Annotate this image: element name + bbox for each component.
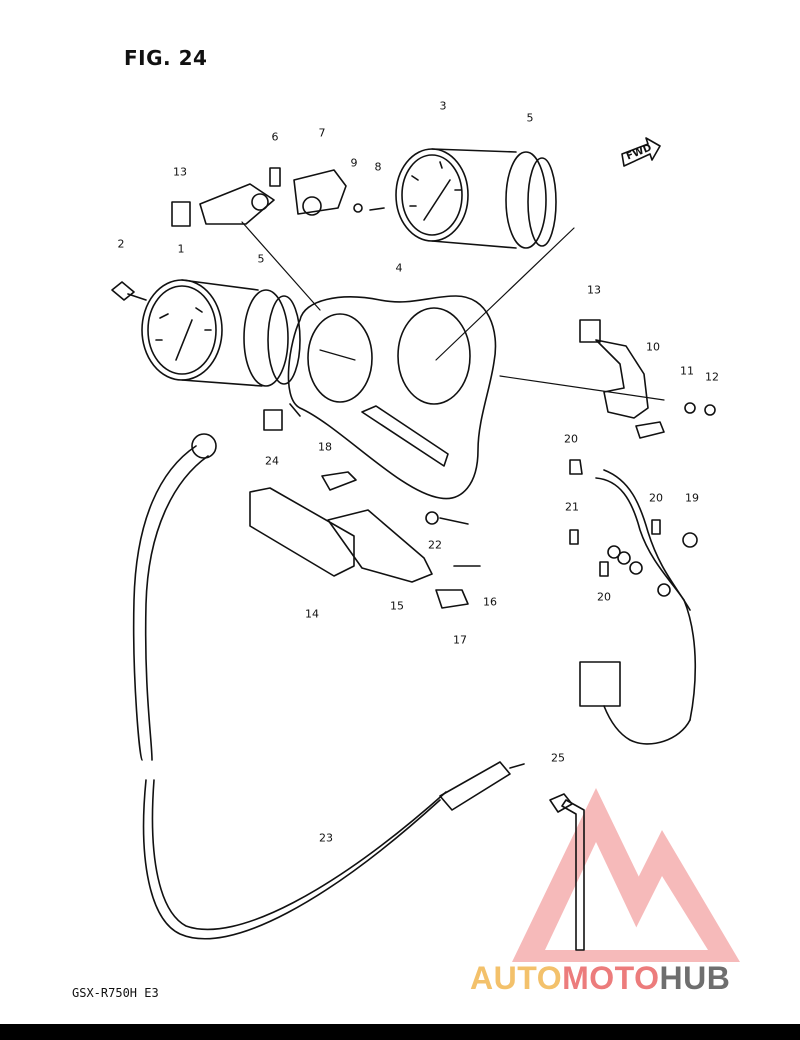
meter-case [287,295,497,500]
model-code: GSX-R750H E3 [72,986,159,1000]
part-number: 12 [705,370,719,384]
part-number: 10 [646,340,660,354]
indicator-panel [249,409,481,609]
watermark-part-hub: HUB [659,960,731,996]
part-number: 18 [318,440,332,454]
part-number: 21 [565,500,579,514]
part-number: 16 [483,595,497,609]
part-number: 15 [390,599,404,613]
part-number: 13 [173,165,187,179]
right-bracket [579,319,716,439]
trip-reset-knob [111,281,147,301]
part-number: 5 [257,252,265,266]
part-number: 11 [680,364,694,378]
part-number: 1 [177,242,185,256]
speedometer-gauge [141,279,301,387]
part-number: 6 [271,130,279,144]
part-number: 2 [117,237,125,251]
forward-arrow-icon [621,137,661,167]
wiring-harness [569,459,698,745]
indicator-bracket [171,167,385,227]
part-number: 7 [318,126,326,140]
watermark-logo-icon [512,788,740,962]
part-number: 3 [439,99,447,113]
bottom-border-bar [0,1024,800,1040]
part-number: 8 [374,160,382,174]
part-number: 19 [685,491,699,505]
part-number: 13 [587,283,601,297]
part-number: 24 [265,454,279,468]
part-number: 17 [453,633,467,647]
part-number: 14 [305,607,319,621]
part-number: 4 [395,261,403,275]
speedometer-cable [132,433,525,940]
part-number: 20 [597,590,611,604]
watermark-part-auto: AUTO [470,960,563,996]
part-number: 23 [319,831,333,845]
part-number: 20 [564,432,578,446]
part-number: 5 [526,111,534,125]
part-number: 20 [649,491,663,505]
leader-lines [241,221,665,401]
watermark-part-moto: MOTO [562,960,660,996]
figure-title: FIG. 24 [124,46,208,70]
part-number: 9 [350,156,358,170]
watermark-text: AUTOMOTOHUB [470,960,730,997]
part-number: 22 [428,538,442,552]
part-number: 25 [551,751,565,765]
wrench-tool [549,793,585,951]
tachometer-gauge [395,148,557,249]
